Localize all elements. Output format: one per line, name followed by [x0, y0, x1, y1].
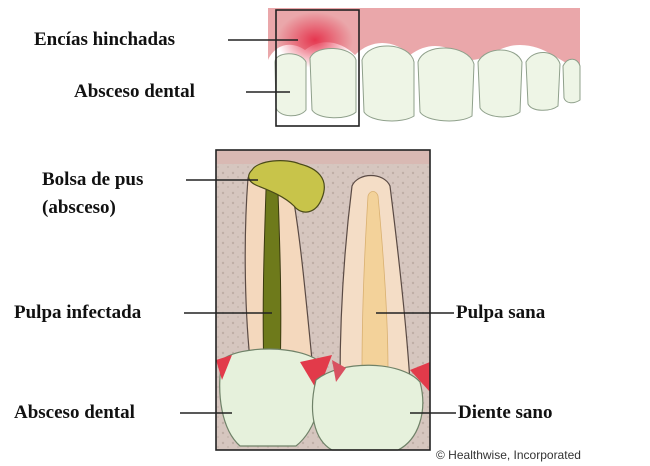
gum-top — [216, 150, 430, 164]
upper-tooth — [563, 59, 580, 103]
upper-tooth — [526, 52, 560, 110]
label-healthy-tooth: Diente sano — [458, 402, 552, 423]
upper-tooth — [362, 46, 414, 121]
upper-tooth — [310, 48, 356, 117]
label-swollen-gums: Encías hinchadas — [34, 29, 175, 50]
healthy-tooth-crown — [313, 365, 423, 450]
upper-tooth — [418, 48, 474, 121]
label-abscess-top: Absceso dental — [74, 81, 195, 102]
cross-section-view — [216, 150, 430, 450]
label-abscess-bottom: Absceso dental — [14, 402, 135, 423]
label-pus-pocket: Bolsa de pus — [42, 169, 143, 190]
upper-tooth — [478, 50, 522, 117]
label-infected-pulp: Pulpa infectada — [14, 302, 141, 323]
upper-jaw-view — [268, 8, 580, 126]
copyright-notice: © Healthwise, Incorporated — [436, 448, 581, 462]
upper-tooth — [275, 54, 306, 116]
label-healthy-pulp: Pulpa sana — [456, 302, 545, 323]
label-pus-pocket-sub: (absceso) — [42, 197, 116, 218]
